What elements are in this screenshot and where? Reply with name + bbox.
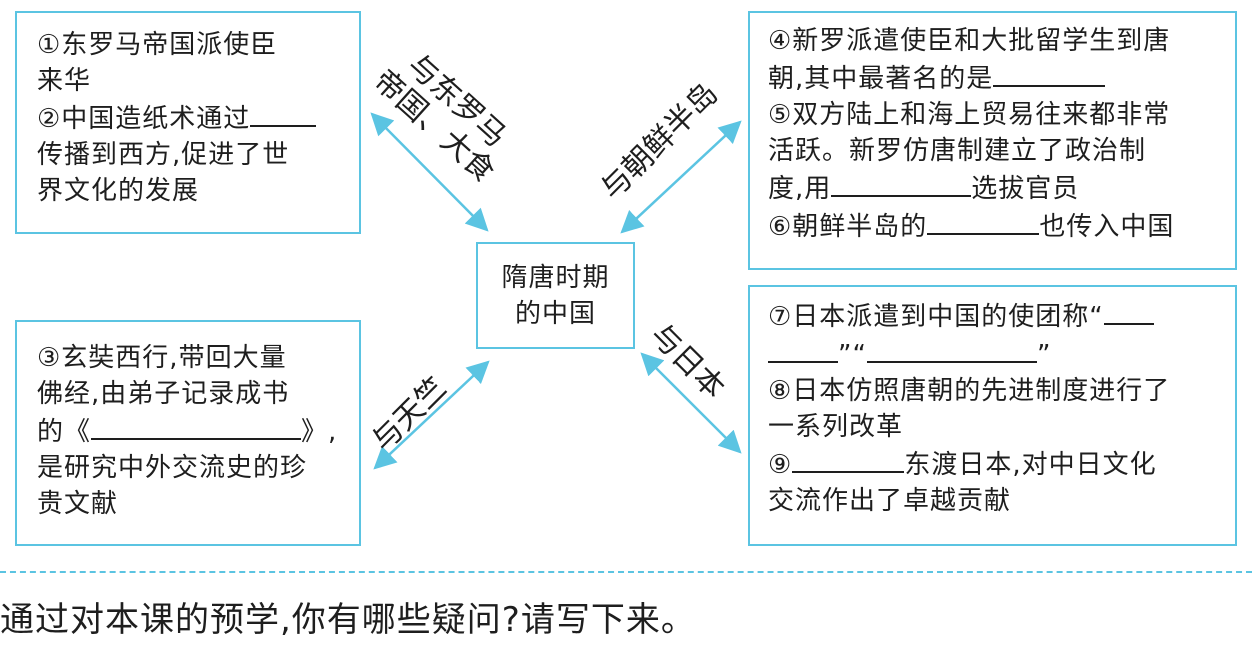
item-5-line-1: ⑤双方陆上和海上贸易往来都非常 (768, 100, 1171, 130)
arrow-top-right (620, 120, 742, 234)
item-9-line-2: 交流作出了卓越贡献 (768, 486, 1012, 516)
blank-selection-system[interactable] (831, 169, 972, 197)
center-line-1: 隋唐时期 (501, 262, 610, 293)
question-prompt: 通过对本课的预学,你有哪些疑问?请写下来。 (0, 600, 696, 640)
blank-envoy-name-c[interactable] (866, 335, 1037, 363)
dashed-divider (0, 571, 1252, 573)
item-6-post: 也传入中国 (1039, 212, 1175, 242)
item-3-line-5: 贵文献 (37, 489, 119, 519)
item-5-pre: 度,用 (768, 174, 832, 204)
item-2-line-1: ②中国造纸术通过 (37, 99, 359, 137)
box-india: ③玄奘西行,带回大量 佛经,由弟子记录成书 的《 》, 是研究中外交流史的珍 贵文… (15, 320, 361, 546)
item-9-line-1: ⑨ 东渡日本,对中日文化 (768, 445, 1235, 483)
blank-korean-item[interactable] (927, 207, 1040, 235)
item-3-line-4: 是研究中外交流史的珍 (37, 453, 308, 483)
arrow-top-left (370, 112, 489, 232)
item-5-line-3: 度,用 选拔官员 (768, 169, 1235, 207)
item-7-mid: ”“ (838, 340, 867, 370)
blank-envoy-name-b[interactable] (768, 335, 838, 363)
item-2-line-3: 界文化的发展 (37, 176, 200, 206)
item-4-pre: 朝,其中最著名的是 (768, 64, 994, 94)
item-4-line-2: 朝,其中最著名的是 (768, 59, 1235, 97)
item-9-pre: ⑨ (768, 450, 793, 480)
item-3-line-2: 佛经,由弟子记录成书 (37, 379, 290, 409)
item-2-text: ②中国造纸术通过 (37, 104, 251, 134)
box-korea: ④新罗派遣使臣和大批留学生到唐 朝,其中最著名的是 ⑤双方陆上和海上贸易往来都非… (748, 11, 1237, 270)
blank-famous-student[interactable] (993, 59, 1106, 87)
item-7-line-1: ⑦日本派遣到中国的使团称“ (768, 297, 1235, 335)
box-japan: ⑦日本派遣到中国的使团称“ ”“” ⑧日本仿照唐朝的先进制度进行了 一系列改革 … (748, 285, 1237, 546)
item-8-line-2: 一系列改革 (768, 412, 904, 442)
item-7-post: ” (1036, 340, 1052, 370)
item-8-line-1: ⑧日本仿照唐朝的先进制度进行了 (768, 376, 1171, 406)
item-6-line-1: ⑥朝鲜半岛的 也传入中国 (768, 207, 1235, 245)
item-5-post: 选拔官员 (971, 174, 1080, 204)
blank-book-title[interactable] (91, 412, 302, 440)
center-topic-box: 隋唐时期 的中国 (476, 242, 635, 349)
arrow-bottom-left (373, 360, 490, 470)
item-7-line-2: ”“ ” (768, 335, 1235, 373)
item-1-line-2: 来华 (37, 66, 92, 96)
item-6-pre: ⑥朝鲜半岛的 (768, 212, 928, 242)
item-4-line-1: ④新罗派遣使臣和大批留学生到唐 (768, 26, 1171, 56)
blank-monk-name[interactable] (792, 445, 905, 473)
blank-envoy-name-a[interactable] (1103, 297, 1154, 325)
item-5-line-2: 活跃。新罗仿唐制建立了政治制 (768, 136, 1147, 166)
item-3-line-3: 的《 》, (37, 412, 359, 450)
item-7-pre: ⑦日本派遣到中国的使团称“ (768, 302, 1104, 332)
center-line-2: 的中国 (514, 298, 596, 329)
box-rome-arab: ①东罗马帝国派使臣 来华 ②中国造纸术通过 传播到西方,促进了世 界文化的发展 (15, 11, 361, 234)
blank-papermaking-route[interactable] (250, 99, 317, 127)
item-9-post: 东渡日本,对中日文化 (904, 450, 1157, 480)
item-3-pre: 的《 (37, 417, 92, 447)
item-3-post: 》, (301, 417, 338, 447)
arrow-bottom-right (640, 352, 742, 454)
item-1-line-1: ①东罗马帝国派使臣 (37, 30, 278, 60)
item-3-line-1: ③玄奘西行,带回大量 (37, 343, 287, 373)
item-2-line-2: 传播到西方,促进了世 (37, 140, 290, 170)
